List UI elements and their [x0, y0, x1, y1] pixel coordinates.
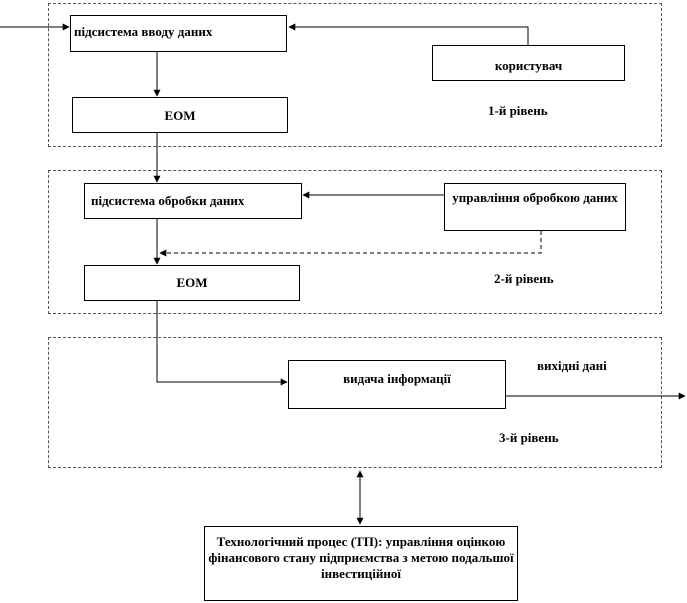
- input-subsystem-box: підсистема вводу даних: [70, 15, 287, 52]
- level-2-label: 2-й рівень: [494, 271, 554, 286]
- level-3-label: 3-й рівень: [499, 430, 559, 445]
- level-3-region: [48, 337, 662, 468]
- level-1-region: [48, 3, 662, 147]
- tech-process-box: Технологічний процес (ТП): управління оц…: [204, 526, 518, 601]
- output-data-label: вихідні дані: [537, 358, 607, 373]
- user-box: користувач: [432, 45, 625, 81]
- arrow-user-to-input: [288, 23, 529, 45]
- processing-subsystem-box: підсистема обробки даних: [84, 183, 302, 219]
- arrow-eom2-to-output: [156, 301, 288, 386]
- processing-management-box: управління обробкою даних: [444, 183, 626, 231]
- eom-1-box: ЕОМ: [72, 97, 288, 133]
- level-2-region: [48, 170, 662, 314]
- dashed-arrow-mgmt-control: [159, 231, 542, 257]
- eom-2-box: ЕОМ: [84, 265, 300, 301]
- level-1-label: 1-й рівень: [488, 103, 548, 118]
- info-output-box: видача інформації: [288, 360, 506, 409]
